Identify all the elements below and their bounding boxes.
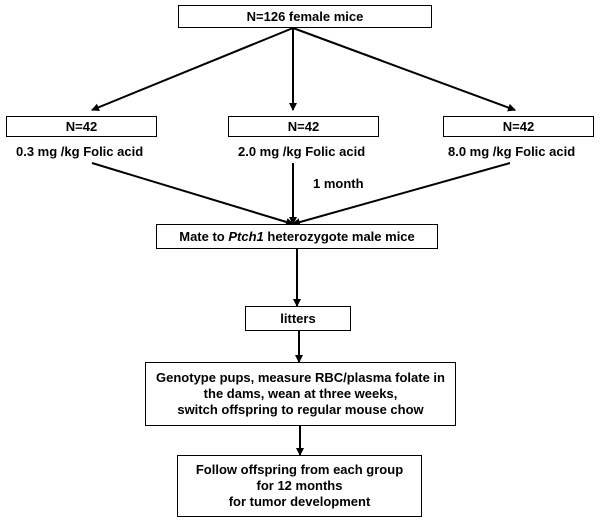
litters-box: litters [245, 306, 351, 331]
arrow-top-to-group-3 [292, 27, 516, 112]
group-1-count-box: N=42 [6, 116, 157, 137]
genotype-line-3: switch offspring to regular mouse chow [177, 402, 424, 417]
follow-line-3: for tumor development [228, 494, 371, 509]
group-3-dose: 8.0 mg /kg Folic acid [448, 144, 576, 159]
mate-gene: Ptch1 [228, 228, 264, 244]
group-3-count-box: N=42 [443, 116, 594, 137]
total-mice-label: N=126 female mice [246, 8, 364, 24]
group-2-count: N=42 [287, 118, 320, 134]
group-2-count-box: N=42 [228, 116, 379, 137]
arrow-group-3-to-mate [292, 162, 511, 226]
mate-box: Mate to Ptch1 heterozygote male mice [156, 224, 438, 249]
total-mice-box: N=126 female mice [178, 5, 432, 28]
genotype-line-2: the dams, wean at three weeks, [203, 386, 398, 401]
duration-label: 1 month [313, 176, 364, 191]
group-1-dose: 0.3 mg /kg Folic acid [16, 144, 144, 159]
follow-line-1: Follow offspring from each group [195, 462, 404, 477]
arrow-group-1-to-mate [91, 162, 294, 226]
mate-suffix: heterozygote male mice [263, 228, 415, 244]
arrow-top-to-group-1 [91, 27, 294, 112]
group-1-count: N=42 [65, 118, 98, 134]
genotype-line-1: Genotype pups, measure RBC/plasma folate… [156, 370, 445, 385]
follow-box: Follow offspring from each group for 12 … [177, 455, 422, 517]
litters-label: litters [280, 310, 316, 326]
mate-prefix: Mate to [179, 228, 229, 244]
follow-line-2: for 12 months [256, 478, 343, 493]
group-3-count: N=42 [502, 118, 535, 134]
genotype-box: Genotype pups, measure RBC/plasma folate… [145, 362, 456, 426]
group-2-dose: 2.0 mg /kg Folic acid [238, 144, 366, 159]
